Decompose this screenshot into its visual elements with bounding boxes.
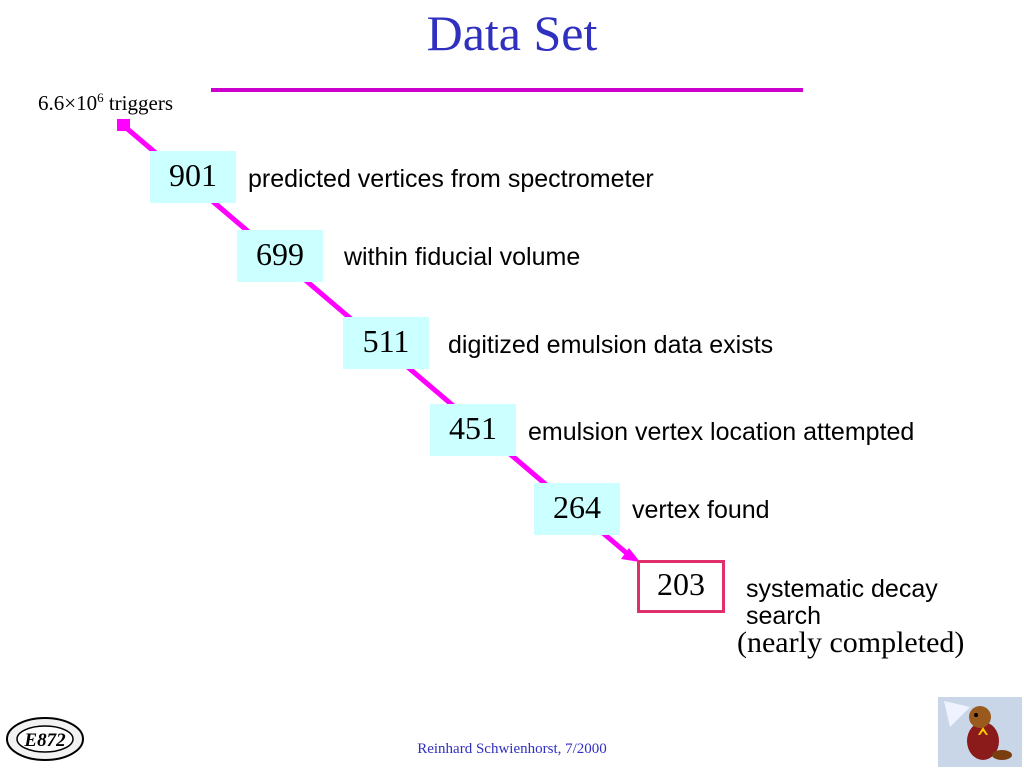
logo-inner-ring — [16, 725, 74, 753]
triggers-suffix: triggers — [103, 91, 173, 115]
status-note: (nearly completed) — [737, 626, 965, 659]
step-label-6-line1: systematic decay — [746, 575, 938, 603]
triggers-exponent: 6 — [97, 90, 104, 105]
triggers-base: 6.6×10 — [38, 91, 98, 115]
experiment-logo: E872 — [6, 717, 84, 761]
count-box-264: 264 — [534, 483, 620, 535]
mascot-head — [969, 706, 991, 728]
step-label-1: predicted vertices from spectrometer — [248, 165, 654, 193]
step-label-2: within fiducial volume — [344, 243, 581, 271]
mascot-emblem — [978, 727, 988, 735]
step-label-6-line2: search — [746, 602, 822, 630]
step-label-3: digitized emulsion data exists — [448, 331, 774, 359]
mascot-eye — [974, 713, 978, 717]
count-box-451: 451 — [430, 404, 516, 456]
footer-credit: Reinhard Schwienhorst, 7/2000 — [417, 741, 607, 757]
mascot-tail — [992, 750, 1012, 760]
count-box-901: 901 — [150, 151, 236, 203]
title-underline — [211, 88, 803, 92]
step-label-5: vertex found — [632, 496, 770, 524]
count-box-511: 511 — [343, 317, 429, 369]
connector-arrowhead — [621, 548, 640, 562]
mascot-image — [938, 697, 1022, 767]
count-box-203: 203 — [637, 560, 725, 613]
count-box-699: 699 — [237, 230, 323, 282]
step-label-4: emulsion vertex location attempted — [528, 418, 915, 446]
triggers-label: 6.6×106 triggers — [38, 90, 173, 116]
mascot-burst — [944, 701, 970, 727]
page-title: Data Set — [426, 5, 598, 61]
mascot-body — [967, 722, 999, 760]
logo-text: E872 — [23, 730, 66, 751]
